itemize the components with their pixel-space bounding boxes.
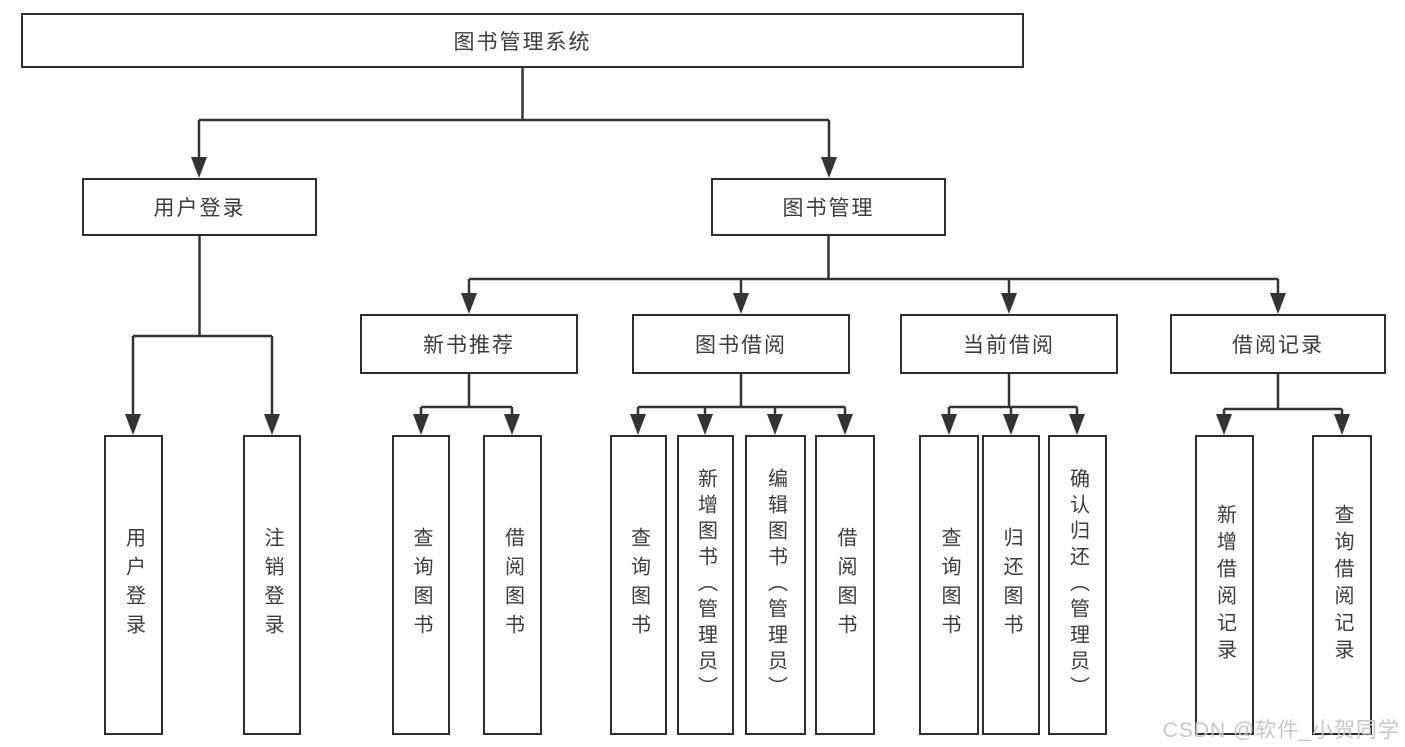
arrow-icon	[941, 414, 957, 435]
arrow-icon	[413, 414, 429, 435]
arrow-icon	[1001, 293, 1017, 314]
leaf-borrow-add-book-admin: 新增图书（管理员）	[677, 435, 734, 735]
arrow-icon	[1270, 293, 1286, 314]
arrow-icon	[767, 414, 783, 435]
arrow-icon	[630, 414, 646, 435]
arrow-icon	[1216, 414, 1232, 435]
leaf-logout-login: 注销登录	[243, 435, 301, 735]
connector-user-branch	[131, 236, 274, 417]
arrow-icon	[504, 414, 520, 435]
connector-borrow-records	[1222, 374, 1344, 417]
arrow-icon	[1334, 414, 1350, 435]
arrow-icon	[461, 293, 477, 314]
connector-root	[197, 68, 831, 160]
connector-new-book	[419, 374, 514, 417]
leaf-records-add-borrow-record: 新增借阅记录	[1195, 435, 1254, 735]
node-library-system: 图书管理系统	[21, 13, 1024, 68]
leaf-records-query-borrow-record: 查询借阅记录	[1312, 435, 1372, 735]
arrow-icon	[264, 414, 280, 435]
leaf-current-return-book: 归还图书	[982, 435, 1040, 735]
leaf-user-login: 用户登录	[104, 435, 163, 735]
arrow-icon	[191, 157, 207, 178]
leaf-recommend-borrow-book: 借阅图书	[483, 435, 542, 735]
leaf-current-query-book: 查询图书	[919, 435, 979, 735]
leaf-recommend-query-book: 查询图书	[392, 435, 450, 735]
node-borrow-records: 借阅记录	[1170, 314, 1386, 374]
watermark: CSDN @软件_小贺同学	[1162, 719, 1400, 742]
arrow-icon	[1069, 414, 1085, 435]
leaf-borrow-query-book: 查询图书	[610, 435, 667, 735]
leaf-current-confirm-return-admin: 确认归还（管理员）	[1048, 435, 1107, 735]
node-new-book-recommend: 新书推荐	[360, 314, 578, 374]
leaf-borrow-edit-book-admin: 编辑图书（管理员）	[745, 435, 806, 735]
node-book-management: 图书管理	[711, 178, 946, 236]
arrow-icon	[125, 414, 141, 435]
arrow-icon	[837, 414, 853, 435]
arrow-icon	[697, 414, 713, 435]
node-current-borrow: 当前借阅	[900, 314, 1118, 374]
arrow-icon	[821, 157, 837, 178]
connector-book-borrow	[636, 374, 847, 417]
node-user-login: 用户登录	[82, 178, 317, 236]
arrow-icon	[1003, 414, 1019, 435]
connector-current-borrow	[947, 374, 1079, 417]
connector-book-branch	[467, 236, 1280, 296]
arrow-icon	[733, 293, 749, 314]
node-book-borrow: 图书借阅	[632, 314, 850, 374]
leaf-borrow-borrow-book: 借阅图书	[815, 435, 875, 735]
